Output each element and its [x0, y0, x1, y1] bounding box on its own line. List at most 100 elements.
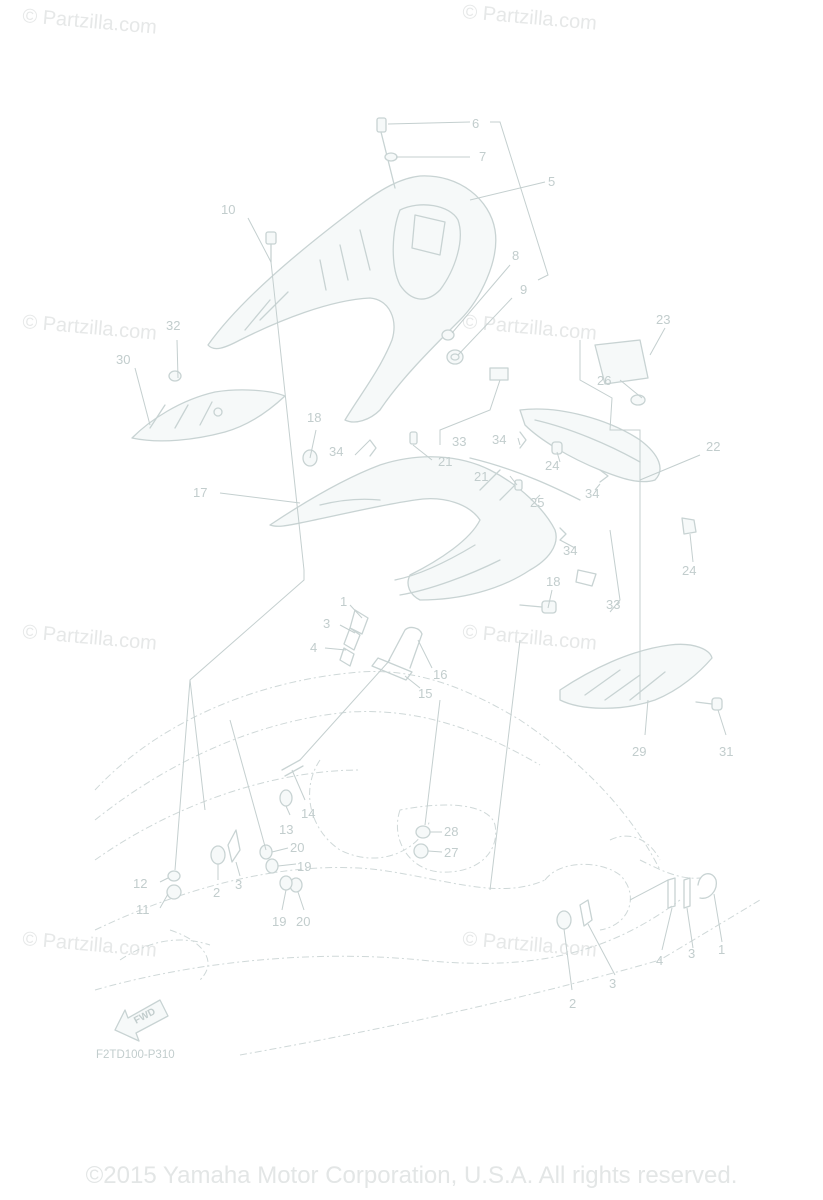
callout-label: 24	[545, 458, 559, 473]
callout-label: 19	[272, 914, 286, 929]
clip-1b	[697, 873, 717, 899]
holder-34	[369, 431, 609, 541]
callout-label: 28	[444, 824, 458, 839]
hull-outline	[94, 671, 761, 1056]
bracket-23	[594, 339, 649, 385]
collar-8	[441, 329, 455, 341]
callout-label: 34	[329, 444, 343, 459]
lid-22	[519, 408, 661, 483]
nut-11	[166, 884, 182, 900]
callout-label: 24	[682, 563, 696, 578]
seat-cover-5	[207, 175, 497, 423]
watermark: © Partzilla.com	[22, 311, 158, 345]
callout-label: 18	[307, 410, 321, 425]
plate-3b	[227, 829, 241, 863]
callout-label: 16	[433, 667, 447, 682]
watermark: © Partzilla.com	[22, 928, 158, 962]
callout-label: 3	[235, 877, 242, 892]
washer-20	[259, 844, 303, 893]
band-33	[489, 367, 597, 587]
bolt-10	[265, 231, 277, 263]
callout-label: 9	[520, 282, 527, 297]
callout-label: 25	[530, 495, 544, 510]
plate-3d	[579, 899, 593, 927]
callout-label: 26	[597, 373, 611, 388]
callout-label: 3	[688, 946, 695, 961]
nut-27	[413, 843, 429, 859]
cover-29	[559, 643, 713, 709]
plate-3c	[683, 877, 691, 909]
callout-label: 2	[213, 885, 220, 900]
bolt-24	[551, 441, 697, 535]
callout-label: 7	[479, 149, 486, 164]
bolt-18	[519, 600, 557, 614]
callout-label: 30	[116, 352, 130, 367]
fwd-arrow-icon: FWD	[114, 999, 169, 1042]
callout-label: 21	[438, 454, 452, 469]
callout-label: 14	[301, 806, 315, 821]
washer-4b	[667, 877, 676, 909]
callout-label: 34	[492, 432, 506, 447]
copyright-notice: ©2015 Yamaha Motor Corporation, U.S.A. A…	[85, 1162, 738, 1189]
callout-label: 17	[193, 485, 207, 500]
watermark: © Partzilla.com	[22, 5, 158, 39]
nut-19	[265, 858, 293, 891]
panel-30	[131, 389, 286, 442]
strap-16	[387, 626, 423, 669]
plug-14	[281, 759, 304, 777]
plate-25	[469, 457, 581, 501]
callout-label: 3	[323, 616, 330, 631]
callout-label: 11	[136, 902, 150, 917]
watermark: © Partzilla.com	[22, 621, 158, 655]
collar-2b	[556, 910, 572, 930]
callout-label: 15	[418, 686, 432, 701]
o-ring-13	[279, 789, 293, 807]
callout-label: 32	[166, 318, 180, 333]
plate-3	[343, 627, 361, 651]
washer-7	[384, 152, 398, 162]
callout-label: 8	[512, 248, 519, 263]
callout-label: 13	[279, 822, 293, 837]
callout-label: 33	[452, 434, 466, 449]
callout-label: 4	[656, 953, 663, 968]
callout-label: 1	[718, 942, 725, 957]
front-cover-17	[269, 456, 557, 601]
callout-label: 18	[546, 574, 560, 589]
screw-32	[168, 370, 182, 382]
callout-label: 29	[632, 744, 646, 759]
diagram-code: F2TD100-P310	[96, 1049, 175, 1061]
watermark: © Partzilla.com	[462, 928, 598, 962]
clip-1	[349, 609, 369, 635]
watermark: © Partzilla.com	[462, 311, 598, 345]
pad-15	[371, 657, 413, 681]
screw-31	[695, 697, 723, 711]
fastener-21	[409, 431, 523, 491]
callout-label: 5	[548, 174, 555, 189]
callout-label: 20	[290, 840, 304, 855]
callout-label: 4	[310, 640, 317, 655]
callout-label: 22	[706, 439, 720, 454]
watermark: © Partzilla.com	[462, 621, 598, 655]
washer-28	[415, 825, 431, 839]
callout-label: 33	[606, 597, 620, 612]
callout-label: 12	[133, 876, 147, 891]
callout-label: 10	[221, 202, 235, 217]
callout-label: 34	[585, 486, 599, 501]
callout-label: 27	[444, 845, 458, 860]
callout-label: 21	[474, 469, 488, 484]
washer-12	[167, 870, 181, 882]
callout-label: 23	[656, 312, 670, 327]
callout-label: 20	[296, 914, 310, 929]
damper-26	[630, 394, 646, 406]
watermark: © Partzilla.com	[462, 1, 598, 35]
callout-label: 3	[609, 976, 616, 991]
callout-label: 31	[719, 744, 733, 759]
washer-4	[339, 647, 355, 667]
callout-label: 19	[297, 859, 311, 874]
collar-2	[210, 845, 226, 865]
callout-label: 6	[472, 116, 479, 131]
leader-lines	[134, 121, 727, 991]
callout-numbers: 6 7 5 10 8 9 32 30 23 26 18 34 21 33 34 …	[116, 116, 733, 1011]
callout-label: 1	[340, 594, 347, 609]
